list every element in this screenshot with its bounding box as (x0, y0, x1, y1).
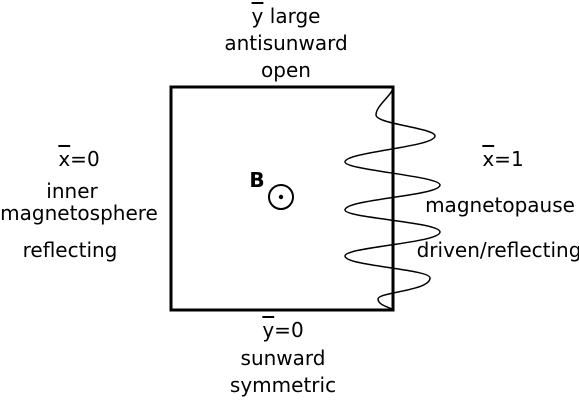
right-coordinate-var: x (482, 147, 495, 171)
left-coordinate-label: x=0 (58, 147, 99, 171)
right-coordinate-label: x=1 (482, 147, 523, 171)
left-condition-label: reflecting (22, 238, 118, 262)
top-coordinate-var: y (251, 4, 264, 28)
top-direction-label: antisunward (224, 31, 348, 55)
right-region-label: magnetopause (425, 193, 575, 217)
bottom-coordinate-label: y=0 (262, 318, 303, 342)
right-condition-label: driven/reflecting (416, 238, 579, 262)
field-label: B (249, 168, 265, 192)
field-circle-icon (268, 184, 294, 210)
bottom-direction-label: sunward (240, 346, 326, 370)
left-region-label-2: magnetosphere (0, 201, 158, 225)
top-condition-label: open (261, 58, 311, 82)
field-dot-icon (278, 194, 284, 200)
left-coordinate-rest: =0 (70, 147, 100, 171)
domain-box (169, 85, 395, 312)
wave-curve (344, 86, 441, 311)
left-coordinate-var: x (58, 147, 71, 171)
right-coordinate-rest: =1 (494, 147, 524, 171)
top-coordinate-label: y large (252, 4, 321, 28)
top-coordinate-rest: large (263, 4, 321, 28)
bottom-coordinate-var: y (262, 318, 275, 342)
bottom-coordinate-rest: =0 (274, 318, 304, 342)
bottom-condition-label: symmetric (229, 373, 337, 397)
left-region-label-1: inner (46, 179, 98, 203)
